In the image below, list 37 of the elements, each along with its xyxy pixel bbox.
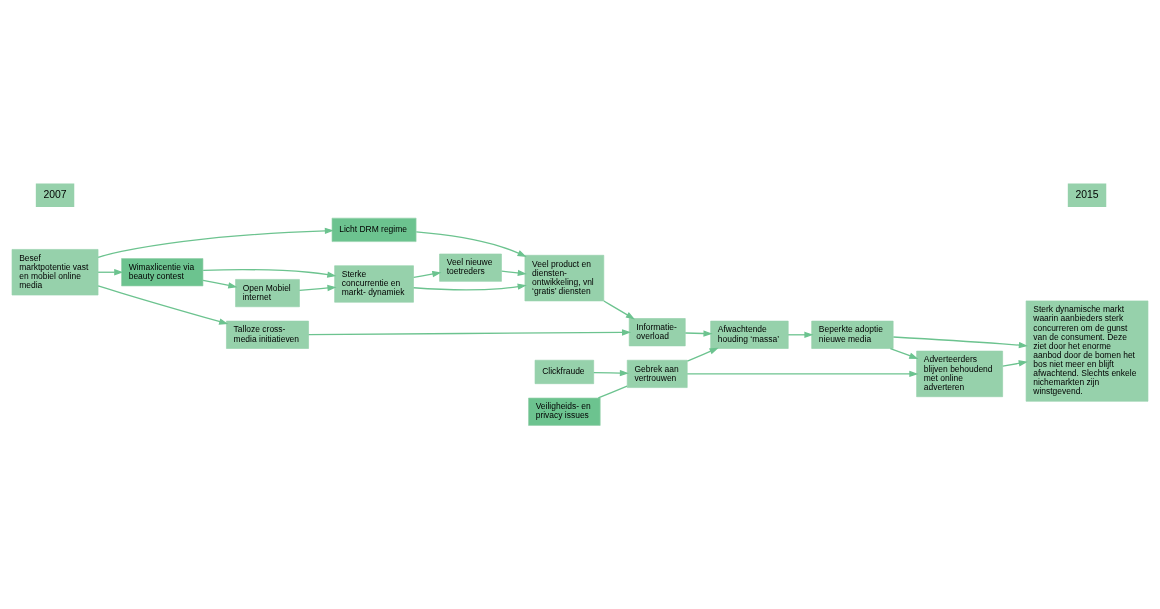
label: 2007 (43, 188, 67, 200)
arrow (97, 227, 334, 258)
node-box: Wimaxlicentie via beauty contest (121, 258, 204, 287)
arrow (684, 330, 713, 337)
node-box: Veiligheids- en privacy issues (528, 397, 601, 426)
arrow (593, 369, 629, 377)
node-box: Sterk dynamische markt waarin aanbieders sterk concurreren om de gunst van de consument. Deze ziet door het enorme aanbod door de bomen het bos niet meer en blijft afwachtend. Slechts enkele nichemarkten zijn winstgevend. (1025, 300, 1149, 402)
node-box: Besef marktpotentie vast en mobiel online media (11, 249, 99, 296)
node-box: Clickfraude (534, 359, 594, 384)
arrow (202, 269, 337, 278)
node-box: Sterke concurrentie en markt- dynamiek (334, 265, 414, 303)
arrow (603, 300, 636, 320)
arrow (97, 285, 229, 325)
arrow (1002, 360, 1028, 367)
arrow (686, 370, 919, 378)
node-box: Veel product en diensten- ontwikkeling, vnl ‘gratis’ diensten (524, 254, 605, 302)
arrow (298, 284, 337, 292)
arrow (308, 329, 632, 336)
label: 2015 (1075, 188, 1099, 200)
node-box: Open Mobiel internet (235, 279, 300, 308)
arrow (202, 279, 238, 289)
arrow (686, 347, 719, 362)
node-box: Afwachtende houding ‘massa’ (710, 320, 789, 349)
node-box: Adverteerders blijven behoudend met online adverteren (916, 350, 1003, 398)
node-box: Licht DRM regime (331, 217, 417, 242)
node-box: Talloze cross- media initiatieven (226, 320, 309, 349)
arrow (415, 231, 527, 257)
node-box: Informatie- overload (628, 318, 686, 347)
connector (597, 385, 628, 399)
arrow (889, 347, 919, 359)
arrow (892, 336, 1028, 349)
arrow (412, 283, 527, 291)
arrow (501, 269, 527, 277)
node-box: Beperkte adoptie nieuwe media (811, 320, 894, 349)
node-box: Gebrek aan vertrouwen (626, 359, 688, 388)
node-box: Veel nieuwe toetreders (439, 253, 502, 282)
arrow (413, 270, 442, 278)
